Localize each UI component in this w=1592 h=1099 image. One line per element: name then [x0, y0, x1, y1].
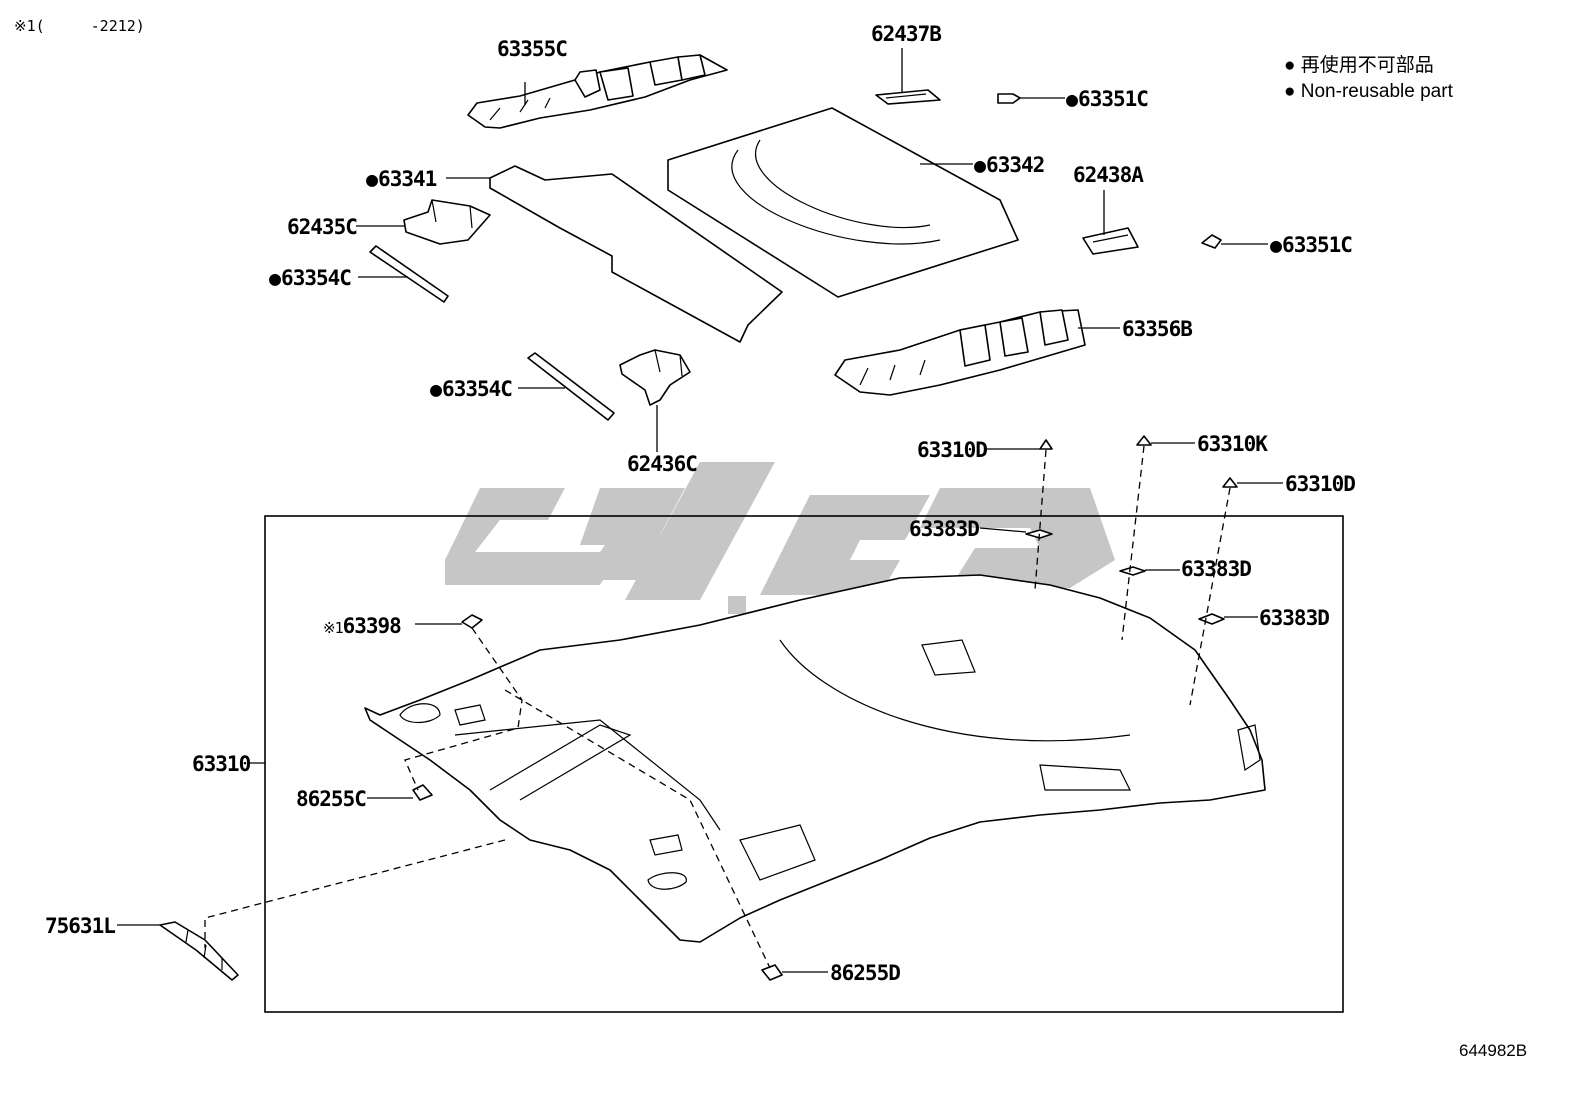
part-63310-headliner — [364, 574, 1266, 943]
part-63342-pad — [667, 107, 1019, 298]
label-63383D-b: 63383D — [1181, 557, 1252, 581]
label-62438A: 62438A — [1073, 163, 1144, 187]
label-63356B: 63356B — [1122, 317, 1193, 341]
illustration-number: 644982B — [1459, 1041, 1528, 1060]
label-63341: ●63341 — [366, 167, 437, 191]
label-63351C-b: ●63351C — [1270, 233, 1353, 257]
part-63356B-bracket — [834, 309, 1086, 396]
non-reusable-dot-icon: ● — [366, 167, 378, 191]
note-marker: ※1 — [14, 17, 36, 35]
label-63310: 63310 — [192, 752, 251, 776]
part-63354C-a-strip — [369, 245, 449, 303]
part-63355C-bracket — [467, 54, 728, 129]
variant-note: ※1( -2212) — [14, 19, 145, 34]
part-63351C-b-pad — [1201, 234, 1222, 249]
label-62436C: 62436C — [627, 452, 698, 476]
label-63310D-b: 63310D — [1285, 472, 1356, 496]
label-75631L: 75631L — [45, 914, 116, 938]
dashed-guide-lines — [204, 445, 1231, 969]
label-63355C: 63355C — [497, 37, 568, 61]
part-62436C-bracket — [619, 349, 691, 406]
part-63310K-clip — [1136, 435, 1152, 446]
part-63351C-a-pad — [997, 93, 1021, 104]
label-63383D-c: 63383D — [1259, 606, 1330, 630]
part-62437B-clip — [875, 89, 941, 105]
watermark-logo — [445, 462, 1115, 614]
part-62435C-bracket — [403, 199, 491, 245]
label-63310K: 63310K — [1197, 432, 1268, 456]
label-63383D-a: 63383D — [909, 517, 980, 541]
legend-text-japanese: 再使用不可部品 — [1300, 55, 1434, 76]
label-62435C: 62435C — [287, 215, 358, 239]
legend-text-english: Non-reusable part — [1300, 81, 1453, 102]
non-reusable-dot-icon: ● — [974, 153, 986, 177]
legend-dot-icon: ● — [1284, 81, 1296, 102]
leader-lines — [117, 48, 1283, 973]
part-62438A-clip — [1082, 227, 1139, 255]
label-63354C-a: ●63354C — [269, 266, 352, 290]
part-63354C-b-strip — [527, 352, 615, 421]
label-63310D-a: 63310D — [917, 438, 988, 462]
part-75631L-trim — [159, 921, 239, 981]
label-62437B: 62437B — [871, 22, 942, 46]
non-reusable-dot-icon: ● — [269, 266, 281, 290]
part-86255D-clip — [761, 964, 783, 981]
part-63310D-a-clip — [1039, 439, 1053, 450]
label-86255D: 86255D — [830, 961, 901, 985]
part-63383D-c-clip — [1198, 613, 1225, 625]
note-paren-close: ) — [135, 17, 145, 35]
non-reusable-dot-icon: ● — [1270, 233, 1282, 257]
legend-line-2: ● Non-reusable part — [1284, 82, 1453, 101]
label-86255C: 86255C — [296, 787, 367, 811]
part-63341-pad — [489, 165, 783, 343]
non-reusable-dot-icon: ● — [430, 377, 442, 401]
legend-dot-icon: ● — [1284, 55, 1296, 76]
part-86255C-clip — [412, 784, 433, 801]
note-range: -2212 — [90, 17, 136, 35]
legend-line-1: ● 再使用不可部品 — [1284, 56, 1434, 75]
label-63354C-b: ●63354C — [430, 377, 513, 401]
non-reusable-dot-icon: ● — [1066, 87, 1078, 111]
label-63398: ※163398 — [323, 614, 402, 638]
headliner-assembly-frame — [264, 515, 1344, 1013]
label-63342: ●63342 — [974, 153, 1045, 177]
part-63398-clip — [461, 614, 483, 629]
part-63310D-b-clip — [1222, 477, 1238, 488]
note-paren-open: ( — [35, 17, 45, 35]
part-63383D-b-clip — [1119, 566, 1146, 576]
label-63351C-a: ●63351C — [1066, 87, 1149, 111]
